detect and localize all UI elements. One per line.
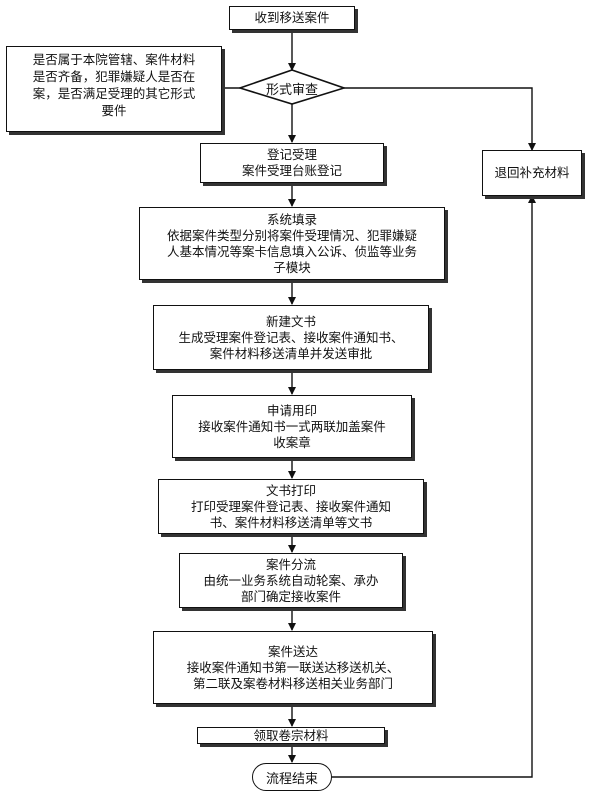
arrow-end-to-return	[332, 195, 536, 778]
return-box: 退回补充材料	[482, 150, 582, 196]
return-label: 退回补充材料	[494, 165, 570, 180]
step-case-delivery: 案件送达 接收案件通知书第一联送达移送机关、 第二联及案卷材料移送相关业务部门	[153, 631, 433, 704]
step-new-document: 新建文书 生成受理案件登记表、接收案件通知书、 案件材料移送清单并发送审批	[153, 305, 429, 370]
step1-title: 登记受理	[266, 147, 317, 162]
step7-title: 案件送达	[267, 643, 318, 659]
review-text: 形式审查	[265, 83, 318, 98]
step2-line-2: 人基本情况等案卡信息填入公诉、侦监等业务	[166, 243, 417, 259]
step2-line-3: 子模块	[273, 259, 311, 275]
note-line-2: 是否齐备，犯罪嫌疑人是否在	[32, 69, 196, 84]
end-label: 流程结束	[265, 771, 318, 787]
step5-title: 文书打印	[265, 482, 316, 498]
step5-line-2: 书、案件材料移送清单等文书	[209, 514, 373, 530]
note-line-4: 要件	[101, 103, 127, 118]
step5-line-1: 打印受理案件登记表、接收案件通知	[190, 498, 391, 514]
review-label: 形式审查	[252, 79, 332, 98]
end-terminal: 流程结束	[252, 763, 332, 791]
review-diamond	[237, 69, 347, 105]
start-box: 收到移送案件	[229, 6, 355, 30]
note-line-1: 是否属于本院管辖、案件材料	[32, 52, 196, 67]
step-print-documents: 文书打印 打印受理案件登记表、接收案件通知 书、案件材料移送清单等文书	[158, 479, 424, 534]
step2-title: 系统填录	[266, 211, 317, 227]
step3-line-2: 案件材料移送清单并发送审批	[209, 345, 373, 361]
step2-line-1: 依据案件类型分别将案件受理情况、犯罪嫌疑	[166, 227, 417, 243]
step1-line: 案件受理台账登记	[241, 163, 342, 178]
step4-title: 申请用印	[266, 402, 317, 418]
start-label: 收到移送案件	[254, 10, 330, 25]
step-register: 登记受理 案件受理台账登记	[200, 143, 384, 183]
step6-line-1: 由统一业务系统自动轮案、承办	[203, 572, 379, 588]
note-line-3: 案，是否满足受理的其它形式	[32, 86, 196, 101]
collect-label: 领取卷宗材料	[253, 727, 329, 743]
step4-line-1: 接收案件通知书一式两联加盖案件	[198, 418, 386, 434]
collect-materials-box: 领取卷宗材料	[197, 727, 385, 744]
step7-line-2: 第二联及案卷材料移送相关业务部门	[192, 675, 393, 691]
step3-title: 新建文书	[265, 313, 316, 329]
arrow-review-to-return	[344, 87, 536, 151]
step6-line-2: 部门确定接收案件	[240, 588, 341, 604]
step-case-distribution: 案件分流 由统一业务系统自动轮案、承办 部门确定接收案件	[179, 553, 403, 608]
step6-title: 案件分流	[265, 556, 316, 572]
review-criteria-note: 是否属于本院管辖、案件材料 是否齐备，犯罪嫌疑人是否在 案，是否满足受理的其它形…	[6, 46, 222, 132]
step4-line-2: 收案章	[273, 434, 311, 450]
step7-line-1: 接收案件通知书第一联送达移送机关、	[186, 659, 400, 675]
step-apply-seal: 申请用印 接收案件通知书一式两联加盖案件 收案章	[172, 395, 412, 458]
step-system-entry: 系统填录 依据案件类型分别将案件受理情况、犯罪嫌疑 人基本情况等案卡信息填入公诉…	[139, 207, 445, 280]
step3-line-1: 生成受理案件登记表、接收案件通知书、	[178, 329, 404, 345]
